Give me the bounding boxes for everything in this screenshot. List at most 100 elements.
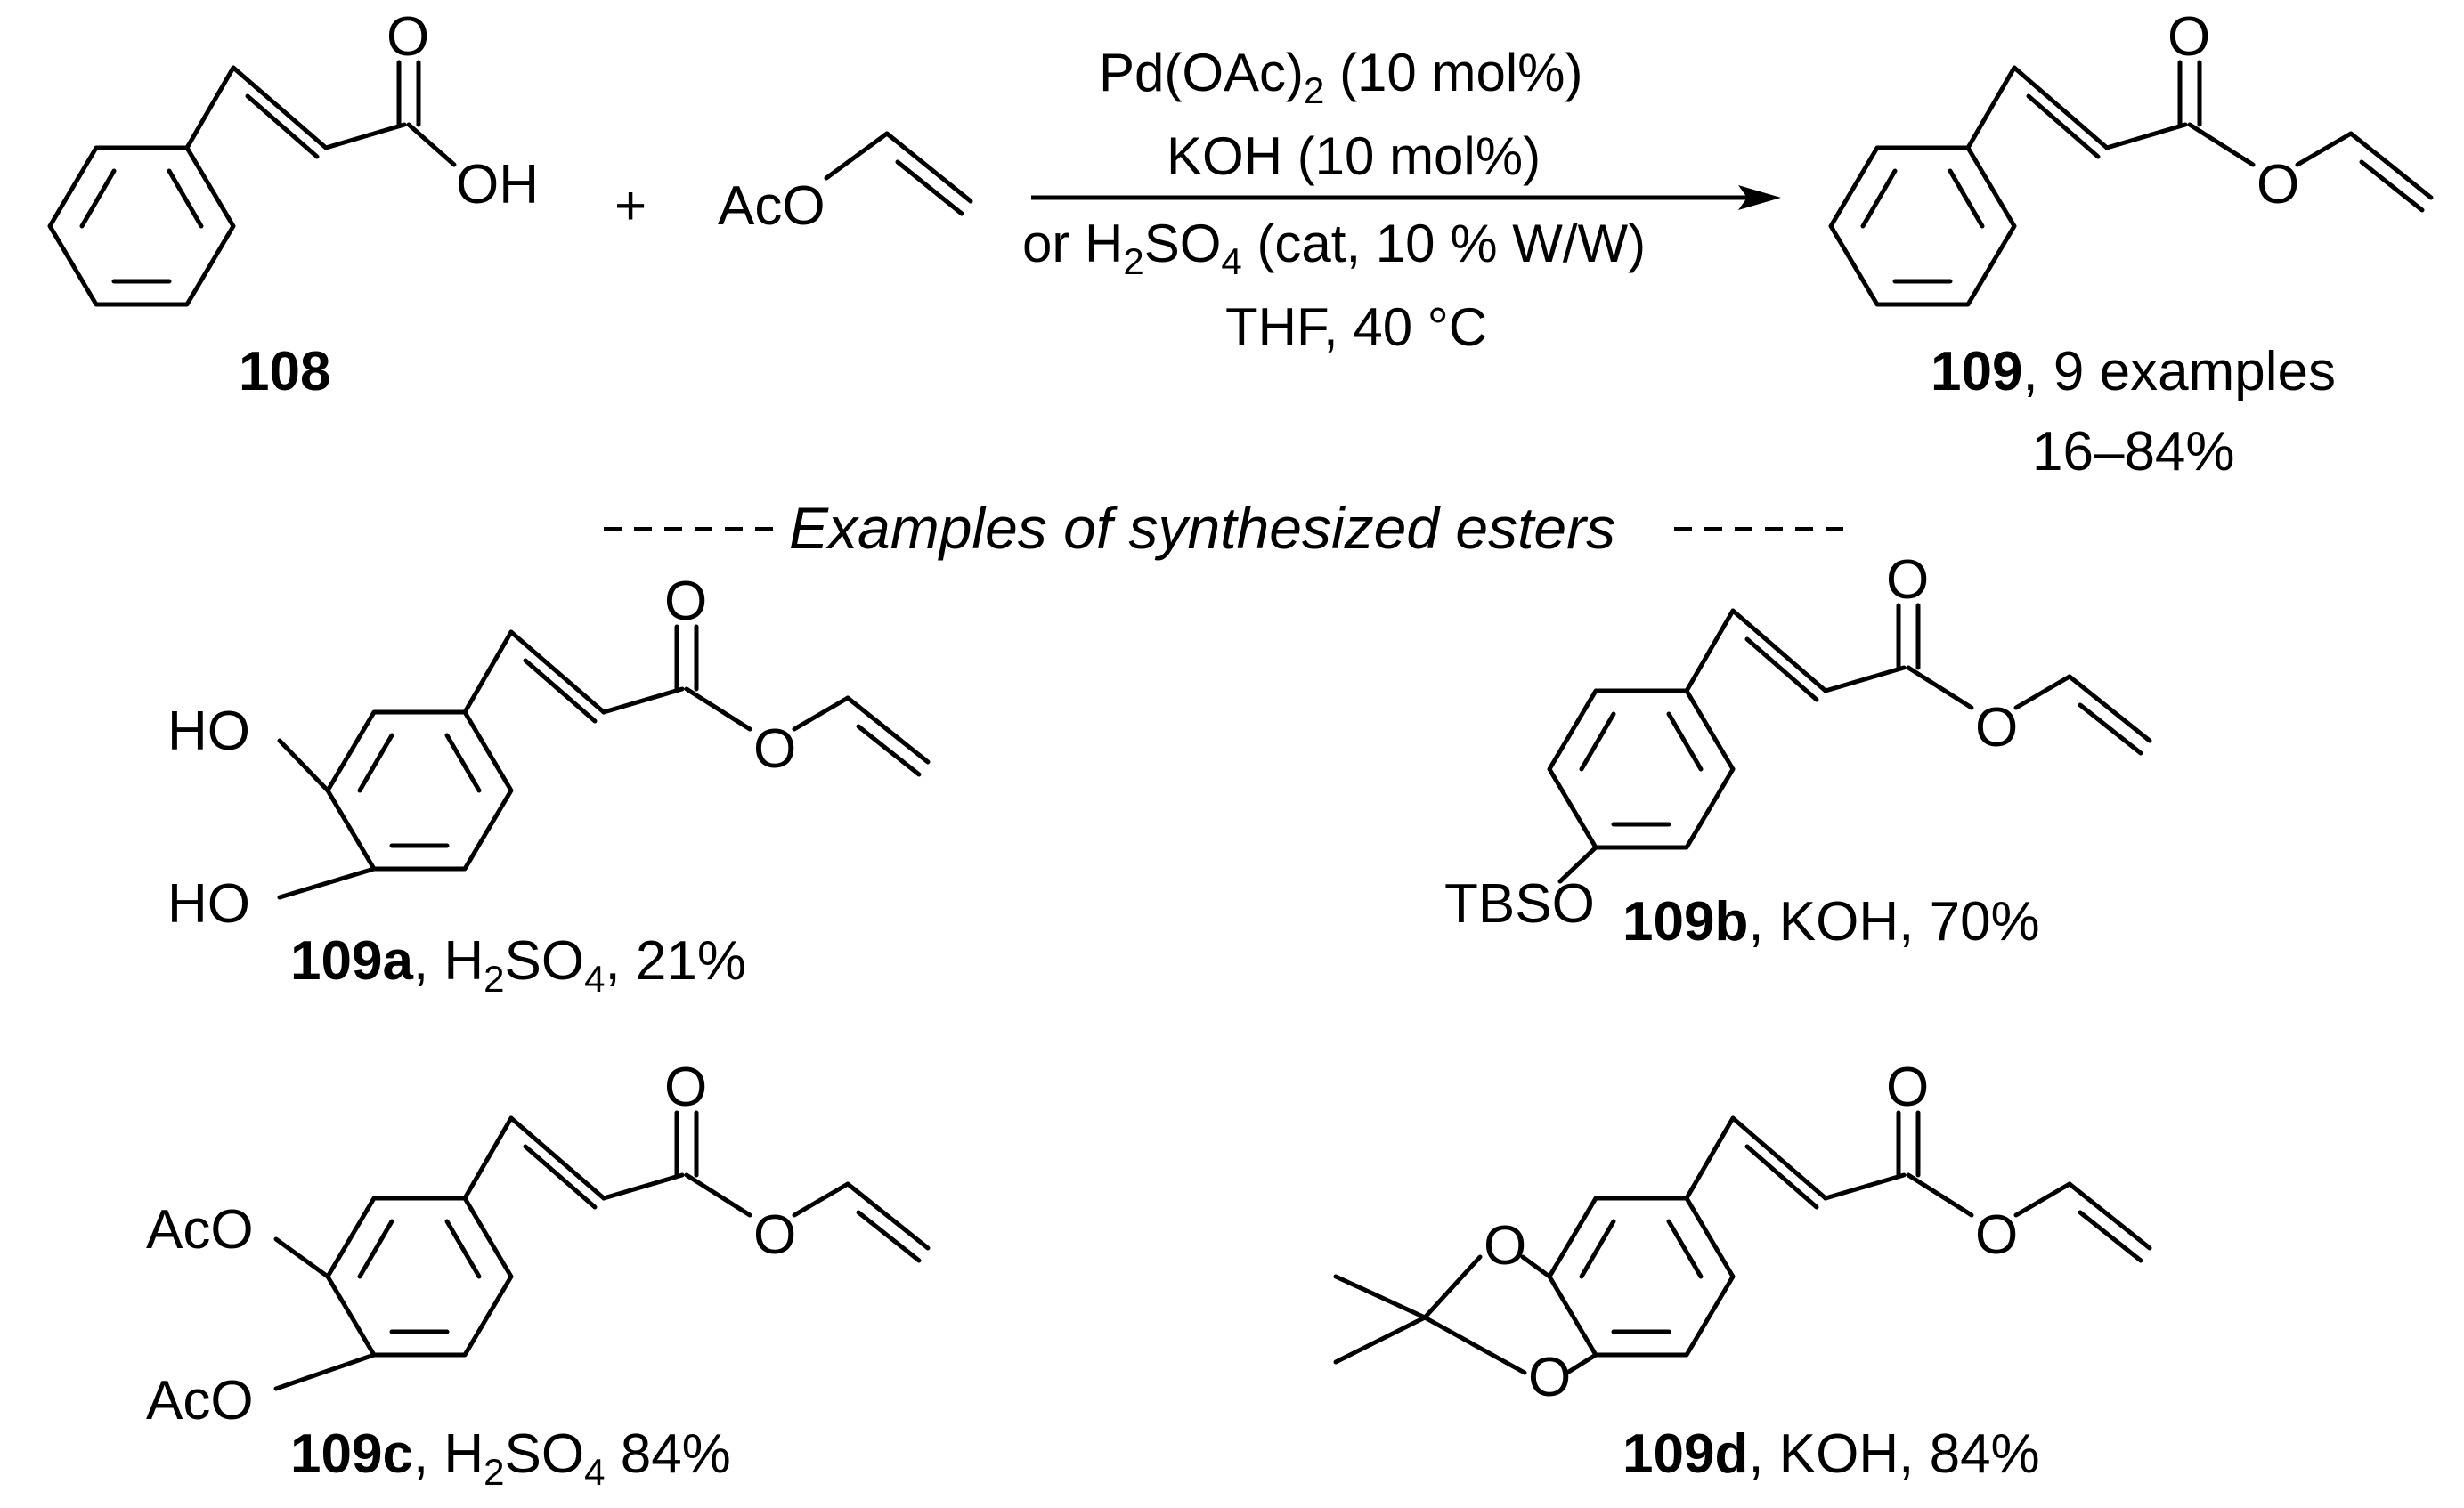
atom-o-ester: O [753, 718, 796, 780]
alkene-bond [231, 65, 329, 150]
example-label-109c: 109c, H2SO4 84% [290, 1423, 731, 1493]
aromatic-double-bond [1666, 711, 1704, 772]
alkene-bond [2012, 65, 2110, 150]
alkene-double-bond [2026, 93, 2101, 159]
alkene-double-bond [2359, 159, 2425, 213]
dioxole-bond [1422, 1254, 1483, 1320]
atom-o-carbonyl: O [386, 6, 429, 68]
alkene-double-bond [2078, 1210, 2143, 1263]
single-bond [462, 629, 514, 715]
compound-label-109: 109, 9 examples [1931, 341, 2336, 402]
example-label-109a: 109a, H2SO4, 21% [290, 930, 746, 1000]
atom-o-dioxole-bottom: O [1528, 1347, 1571, 1408]
aromatic-double-bond [1579, 1219, 1616, 1279]
atom-o-carbonyl: O [2167, 6, 2210, 68]
single-bond [323, 122, 407, 150]
example-label-109b: 109b, KOH, 70% [1622, 891, 2040, 953]
single-bond [824, 131, 890, 181]
example-109a-structure [277, 624, 931, 900]
product-label: 109, 9 examples 16–84% [1931, 341, 2336, 482]
alkene-double-bond [895, 159, 964, 216]
example-109b-structure [1547, 603, 2152, 884]
aromatic-double-bond [1860, 168, 1898, 229]
alkene-double-bond [856, 1210, 922, 1263]
atom-o-carbonyl: O [1886, 1057, 1929, 1118]
single-bond [1557, 845, 1598, 884]
atom-o-ester: O [1975, 1204, 2018, 1266]
single-bond [184, 65, 236, 150]
single-bond [2013, 1181, 2072, 1218]
alkene-double-bond [1744, 636, 1819, 702]
condition-acid: or H2SO4 (cat, 10 % W/W) [1022, 214, 1646, 282]
methyl-bond [1333, 1315, 1427, 1365]
alkene-bond [1730, 1115, 1828, 1201]
alkene-double-bond [1744, 1144, 1819, 1210]
product-109-structure [1828, 60, 2434, 307]
atom-o-ester: O [1975, 697, 2018, 758]
single-bond [1823, 1172, 1907, 1201]
plus-sign: + [614, 175, 646, 237]
reaction-conditions: Pd(OAc)2 (10 mol%) KOH (10 mol%) or H2SO… [1022, 43, 1646, 357]
single-bond [601, 686, 685, 715]
aromatic-double-bond [1948, 168, 1985, 229]
atom-o-carbonyl: O [664, 571, 707, 632]
aromatic-double-bond [357, 1219, 394, 1279]
single-bond [406, 122, 457, 167]
single-bond [792, 1181, 850, 1218]
single-bond [684, 1172, 752, 1218]
single-bond [273, 1352, 377, 1391]
condition-catalyst: Pd(OAc)2 (10 mol%) [1099, 43, 1582, 111]
substituent-tbso: TBSO [1444, 873, 1595, 935]
aromatic-double-bond [1666, 1219, 1704, 1279]
reactant-108-structure [47, 60, 457, 307]
alkene-bond [508, 1115, 606, 1201]
dioxole-bond [1520, 1254, 1552, 1279]
single-bond [273, 1236, 330, 1279]
aromatic-double-bond [79, 168, 117, 229]
product-yield-range: 16–84% [2032, 421, 2235, 482]
example-109c-structure [273, 1110, 931, 1391]
aromatic-double-bond [444, 733, 482, 793]
example-label-109d: 109d, KOH, 84% [1622, 1423, 2040, 1485]
atom-oh: OH [456, 154, 539, 215]
single-bond [277, 738, 330, 793]
atom-o-ester: O [753, 1204, 796, 1266]
alkene-bond [845, 1181, 931, 1251]
atom-o-carbonyl: O [1886, 549, 1929, 611]
atom-aco: AcO [718, 175, 825, 237]
alkene-double-bond [2078, 702, 2143, 756]
section-title: Examples of synthesized esters [789, 495, 1615, 561]
substituent-aco-bottom: AcO [146, 1370, 254, 1431]
alkene-double-bond [523, 658, 598, 724]
aromatic-double-bond [357, 733, 394, 793]
single-bond [277, 866, 377, 900]
aromatic-double-bond [1579, 711, 1616, 772]
methyl-bond [1333, 1274, 1427, 1320]
atom-o-dioxole-top: O [1484, 1215, 1526, 1277]
substituent-ho-top: HO [167, 701, 250, 762]
single-bond [1823, 665, 1907, 693]
vinyl-acetate-structure [824, 131, 973, 216]
substituent-aco-top: AcO [146, 1199, 254, 1261]
single-bond [684, 686, 752, 732]
alkene-double-bond [523, 1144, 598, 1210]
single-bond [1906, 665, 1974, 710]
condition-solvent-temp: THF, 40 °C [1225, 297, 1487, 357]
dioxole-bond [1422, 1315, 1527, 1375]
aromatic-double-bond [167, 168, 204, 229]
compound-label-108: 108 [239, 341, 330, 402]
alkene-bond [508, 629, 606, 715]
single-bond [2013, 674, 2072, 710]
example-109d-structure [1333, 1110, 2152, 1375]
aromatic-double-bond [444, 1219, 482, 1279]
alkene-double-bond [245, 93, 320, 159]
atom-o-carbonyl: O [664, 1057, 707, 1118]
alkene-bond [2067, 1181, 2152, 1251]
dioxole-bond [1565, 1352, 1598, 1375]
substituent-ho-bottom: HO [167, 873, 250, 935]
single-bond [1684, 608, 1736, 693]
single-bond [1965, 65, 2017, 150]
single-bond [1906, 1172, 1974, 1218]
